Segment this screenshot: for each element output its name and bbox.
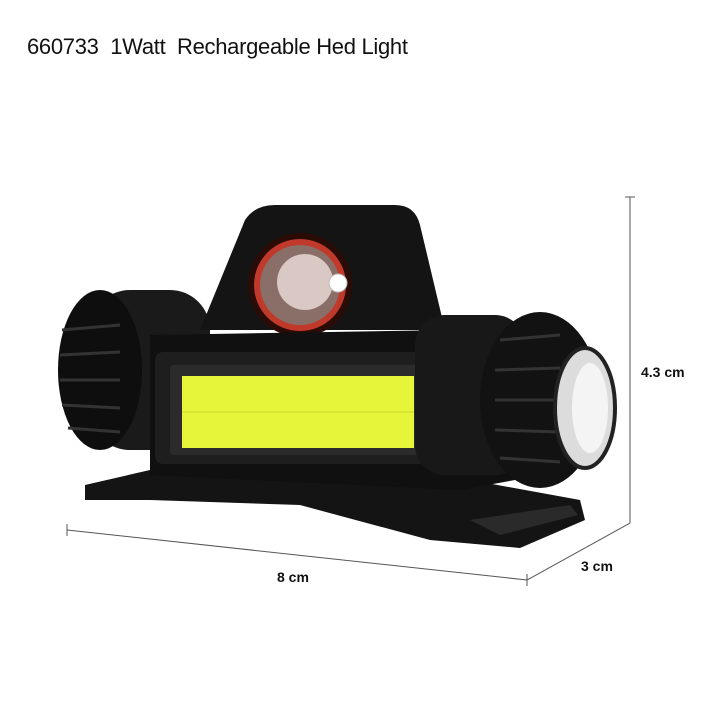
- height-dimension-label: 4.3 cm: [641, 364, 685, 380]
- depth-dimension-label: 3 cm: [581, 558, 613, 574]
- cob-led-panel: [170, 365, 422, 455]
- product-title: 660733 1Watt Rechargeable Hed Light: [27, 34, 408, 59]
- right-knob: [415, 312, 617, 488]
- length-dimension-label: 8 cm: [277, 569, 309, 585]
- dimension-lines: [66, 196, 635, 586]
